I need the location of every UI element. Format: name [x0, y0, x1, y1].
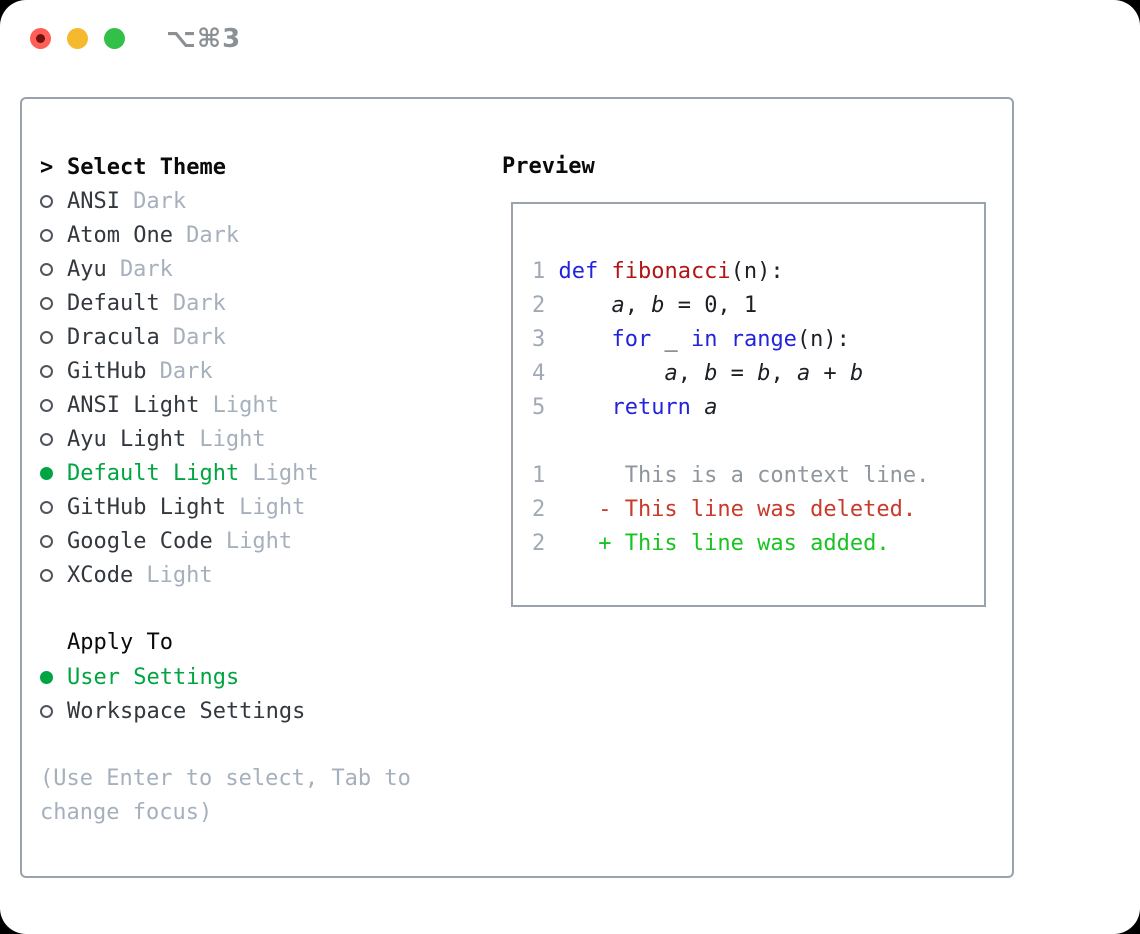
code-line: 5 return a	[532, 394, 718, 420]
line-number: 4	[532, 360, 546, 386]
radio-icon	[40, 704, 67, 718]
diff-line-context: 1 This is a context line.	[532, 462, 930, 488]
radio-icon	[40, 432, 67, 446]
code-line: 2 a, b = 0, 1	[532, 292, 758, 318]
radio-icon	[40, 262, 67, 276]
line-number: 1	[532, 258, 546, 284]
radio-icon	[40, 466, 67, 480]
code-line: 3 for _ in range(n):	[532, 326, 850, 352]
line-number: 1	[532, 462, 546, 488]
title-bar: ⌥⌘3	[0, 0, 1140, 70]
line-number: 3	[532, 326, 546, 352]
radio-icon	[40, 330, 67, 344]
apply-to-header: Apply To	[67, 630, 173, 655]
line-number: 2	[532, 496, 546, 522]
diff-block: 1 This is a context line. 2 - This line w…	[532, 458, 984, 560]
select-theme-label: Select Theme	[67, 154, 226, 180]
line-number: 5	[532, 394, 546, 420]
radio-icon	[40, 670, 67, 684]
code-line: 4 a, b = b, a + b	[532, 360, 864, 386]
diff-line-deleted: 2 - This line was deleted.	[532, 496, 917, 522]
close-button[interactable]	[30, 28, 51, 49]
radio-icon	[40, 228, 67, 242]
apply-option-workspace-settings[interactable]: Workspace Settings	[40, 694, 480, 728]
radio-icon	[40, 194, 67, 208]
minimize-button[interactable]	[67, 28, 88, 49]
radio-icon	[40, 398, 67, 412]
focus-caret-icon: >	[40, 154, 54, 180]
radio-icon	[40, 364, 67, 378]
select-theme-header: > Select Theme	[40, 150, 480, 184]
radio-icon	[40, 568, 67, 582]
window-title: ⌥⌘3	[166, 24, 242, 54]
radio-icon	[40, 500, 67, 514]
apply-option-user-settings[interactable]: User Settings	[40, 660, 480, 694]
radio-icon	[40, 296, 67, 310]
line-number: 2	[532, 292, 546, 318]
keyboard-hint: (Use Enter to select, Tab to change focu…	[40, 766, 411, 825]
diff-line-added: 2 + This line was added.	[532, 530, 890, 556]
line-number: 2	[532, 530, 546, 556]
maximize-button[interactable]	[104, 28, 125, 49]
preview-header: Preview	[502, 154, 595, 179]
radio-icon	[40, 534, 67, 548]
